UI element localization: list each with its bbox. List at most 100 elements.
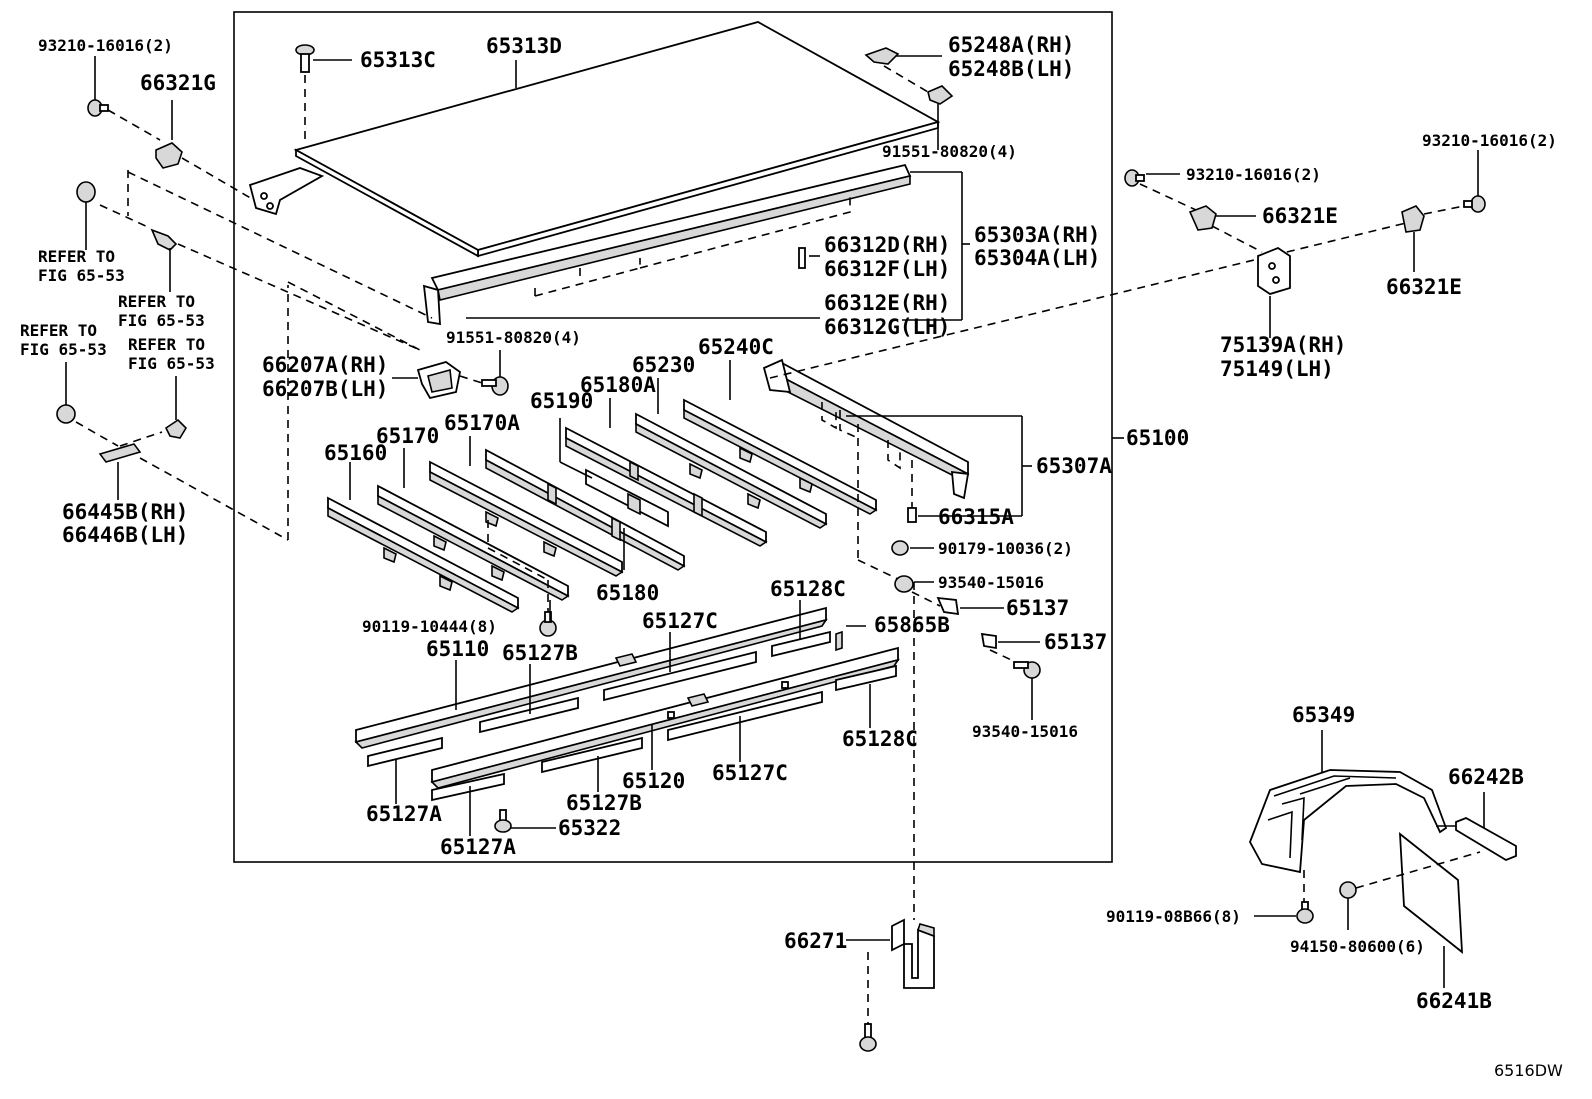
label-65230: 65230 [632,353,695,377]
label-65137-a: 65137 [1006,596,1069,620]
washer-refer1 [76,181,96,203]
label-66241b: 66241B [1416,989,1492,1013]
bolt-90119-08866 [1296,901,1314,924]
label-65180: 65180 [596,581,659,605]
strip-65128c-top [771,630,831,658]
label-65160: 65160 [324,441,387,465]
label-65127c-bot: 65127C [712,761,788,785]
bracket-66207a [416,361,461,400]
label-65313d: 65313D [486,34,562,58]
bolt-65313c [295,44,315,73]
cross-member-65160 [327,496,520,613]
clip-65248 [864,47,954,105]
label-66242b: 66242B [1448,765,1524,789]
strip-65127c-bot [667,690,823,742]
strip-65127a-bot [431,772,505,802]
label-65120: 65120 [622,769,685,793]
bolt-93210-r2 [1463,195,1486,213]
label-refer4-line1: REFER TO [128,335,205,354]
label-refer3-line1: REFER TO [20,321,97,340]
label-65313c: 65313C [360,48,436,72]
cross-member-65190 [585,468,669,528]
nut-66321g [155,142,183,169]
label-65248a: 65248A(RH) [948,33,1074,57]
diagram-code: 6516DW [1494,1061,1563,1080]
label-66207a: 66207A(RH) [262,353,388,377]
nut-66321e-b [1401,205,1425,233]
label-65303a: 65303A(RH) [974,223,1100,247]
label-65865b: 65865B [874,613,950,637]
label-93540-b: 93540-15016 [972,722,1078,741]
cross-member-65240c [683,398,878,515]
label-66315a: 66315A [938,505,1014,529]
label-65322: 65322 [558,816,621,840]
pin-66312d [798,247,806,269]
label-65180a: 65180A [580,373,656,397]
bolt-65322 [494,809,512,833]
hanger-66271 [891,918,935,989]
rear-rail-65307a [762,358,970,500]
label-91551-mid: 91551-80820(4) [446,328,581,347]
label-66312g: 66312G(LH) [824,315,950,339]
bolt-91551-mid [481,376,509,396]
label-refer2-line1: REFER TO [118,292,195,311]
bolt-93210-tl [87,99,109,117]
bracket-75139a [1257,246,1291,295]
label-65248b: 65248B(LH) [948,57,1074,81]
side-rail-65303a [422,163,912,326]
label-65137-b: 65137 [1044,630,1107,654]
label-65128c-bot: 65128C [842,727,918,751]
clip-66315a [907,507,917,523]
label-66271: 66271 [784,929,847,953]
bracket-65137-a [936,596,960,616]
label-66446b: 66446B(LH) [62,523,188,547]
label-65304a: 65304A(LH) [974,246,1100,270]
label-93210-tl: 93210-16016(2) [38,36,173,55]
washer-refer3 [56,404,76,424]
label-90119-10444: 90119-10444(8) [362,617,497,636]
label-65128c-top: 65128C [770,577,846,601]
label-refer1-line1: REFER TO [38,247,115,266]
pin-65865b [835,630,843,652]
bolt-93210-r1 [1124,169,1145,187]
nut-94150 [1339,881,1357,899]
label-refer2-line2: FIG 65-53 [118,311,205,330]
label-66321g: 66321G [140,71,216,95]
label-66445b: 66445B(RH) [62,500,188,524]
label-90179: 90179-10036(2) [938,539,1073,558]
label-93540-a: 93540-15016 [938,573,1044,592]
label-65127c-top: 65127C [642,609,718,633]
label-65110: 65110 [426,637,489,661]
bolt-90119-10444 [539,611,557,637]
strip-65127b-top [479,696,579,734]
fender-65349 [1249,769,1448,874]
label-65170: 65170 [376,424,439,448]
bolt-66271 [859,1023,877,1052]
mudflap-66241b [1398,832,1464,954]
label-66312e: 66312E(RH) [824,291,950,315]
cross-member-65170a [429,460,624,577]
label-65190: 65190 [530,389,593,413]
bracket-65137-b [980,632,997,650]
cross-member-65230 [635,412,828,529]
label-91551-top: 91551-80820(4) [882,142,1017,161]
bolt-refer4 [164,418,188,439]
label-90119-08866: 90119-08B66(8) [1106,907,1241,926]
nut-90179 [891,540,909,556]
label-75149: 75149(LH) [1220,357,1334,381]
bracket-66445b [98,443,142,463]
label-65127a-a: 65127A [366,802,442,826]
label-65349: 65349 [1292,703,1355,727]
label-65127b-top: 65127B [502,641,578,665]
strip-65127c-top [603,650,757,702]
label-66321e-b: 66321E [1386,275,1462,299]
label-66312d: 66312D(RH) [824,233,950,257]
hinge-bracket [248,167,325,216]
label-94150: 94150-80600(6) [1290,937,1425,956]
assembly-frame [233,11,1113,863]
cross-member-65180 [485,448,686,571]
label-66312f: 66312F(LH) [824,257,950,281]
label-refer1-line2: FIG 65-53 [38,266,125,285]
label-65170a: 65170A [444,411,520,435]
